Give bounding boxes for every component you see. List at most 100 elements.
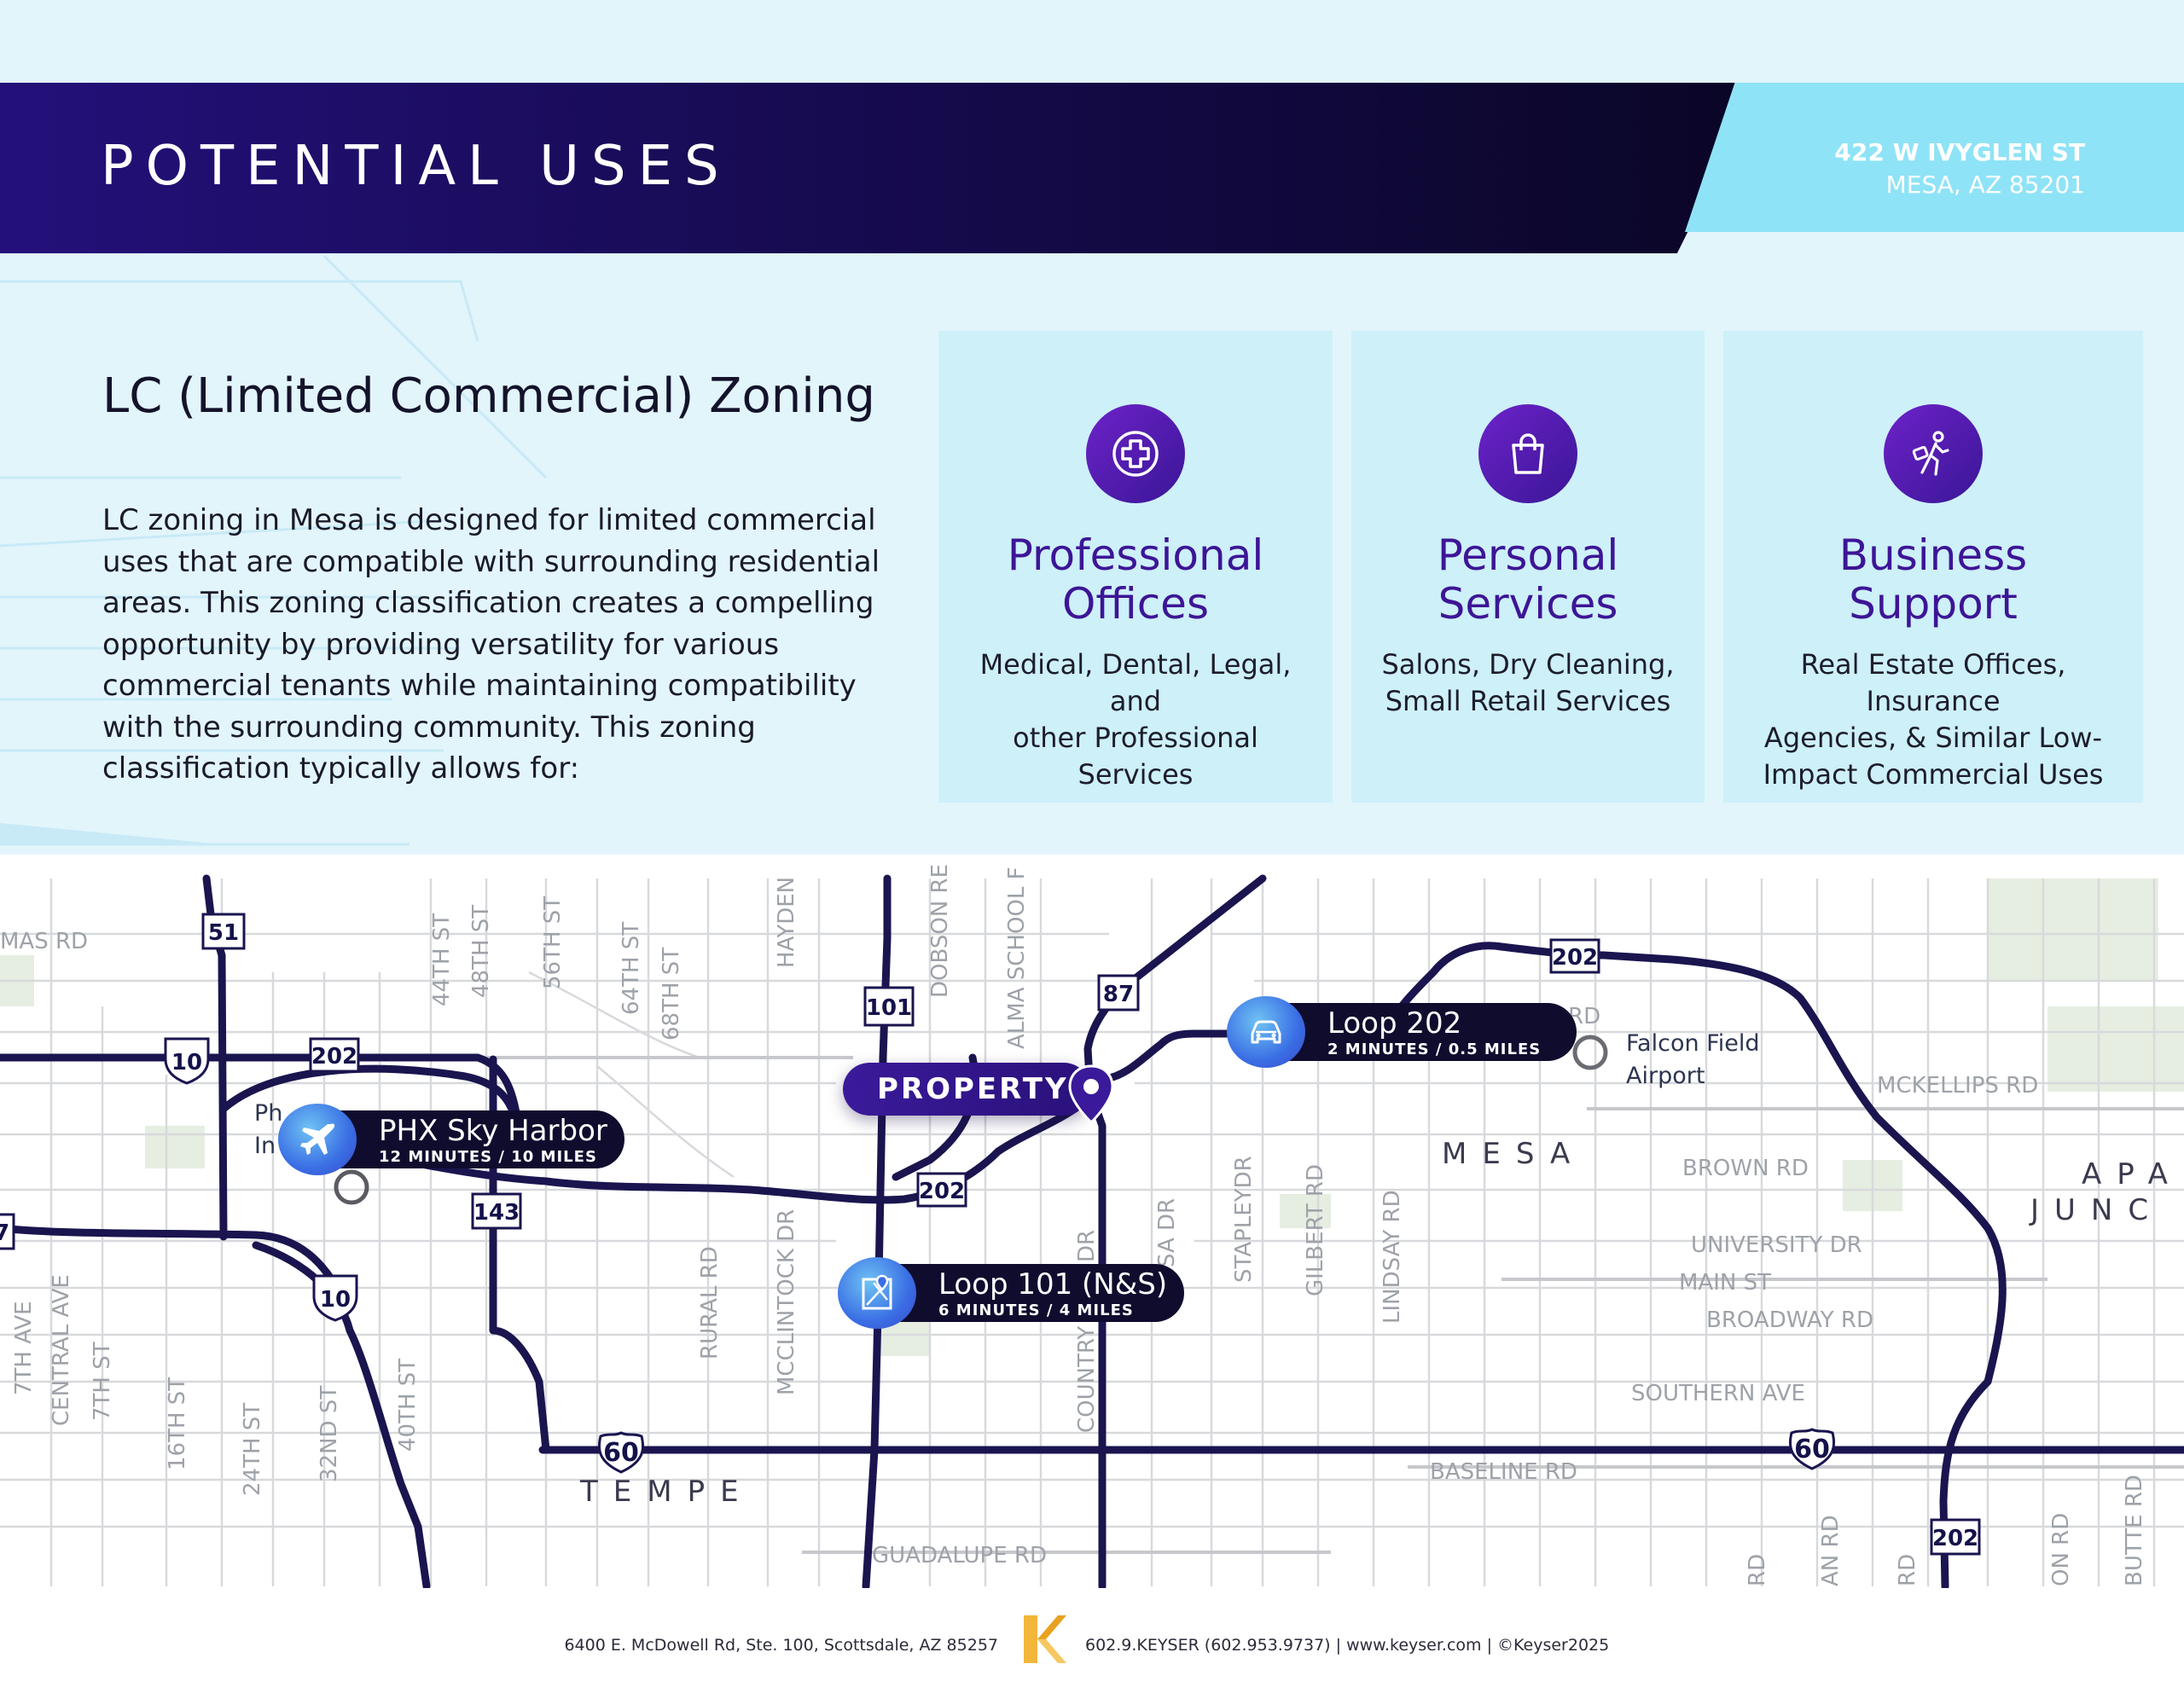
state-route-shield: 101 — [866, 995, 912, 1021]
shopping-bag-icon — [1478, 404, 1577, 503]
card-desc-line1: Salons, Dry Cleaning, — [1381, 648, 1675, 681]
callout-subtitle: 6 MINUTES / 4 MILES — [938, 1301, 1134, 1319]
state-route-shield: 143 — [473, 1200, 520, 1226]
street-label: SOUTHERN AVE — [1631, 1381, 1805, 1406]
airport-label: Falcon Field — [1626, 1030, 1759, 1057]
map-route-icon — [838, 1257, 916, 1329]
street-label: LINDSAY RD — [1380, 1190, 1405, 1324]
area-map: MAS RD 44TH ST 48TH ST 56TH ST 64TH ST 6… — [0, 855, 2184, 1588]
card-desc-line2: Agencies, & Similar Low- — [1763, 722, 2103, 754]
airport-label-fragment: In — [254, 1133, 276, 1159]
callout-title: PHX Sky Harbor — [379, 1114, 607, 1148]
street-label: MAIN ST — [1679, 1270, 1771, 1296]
street-label: 40TH ST — [395, 1359, 421, 1452]
state-route-shield: 202 — [919, 1179, 965, 1204]
street-label: BASELINE RD — [1430, 1459, 1577, 1485]
callout-title: Loop 202 — [1327, 1006, 1462, 1041]
street-label: COUNTRY — [1074, 1326, 1100, 1433]
address-street: 422 W IVYGLEN ST — [1834, 138, 2085, 166]
zoning-heading: LC (Limited Commercial) Zoning — [102, 368, 875, 424]
street-label: CENTRAL AVE — [49, 1274, 74, 1426]
card-title-line2: Support — [1849, 579, 2018, 629]
callout-loop-101: Loop 101 (N&S) 6 MINUTES / 4 MILES — [838, 1257, 1184, 1329]
state-route-shield: 51 — [208, 920, 239, 946]
street-label: GILBERT RD — [1303, 1164, 1328, 1296]
airplane-icon — [278, 1104, 357, 1175]
callout-loop-202: Loop 202 2 MINUTES / 0.5 MILES — [1227, 996, 1577, 1068]
city-label-junction: JUNC — [2029, 1193, 2164, 1227]
street-label: 24TH ST — [240, 1403, 265, 1496]
city-label-tempe: TEMPE — [579, 1475, 754, 1509]
airport-label: Airport — [1626, 1063, 1705, 1089]
card-desc-line3: Impact Commercial Uses — [1763, 758, 2104, 791]
callout-subtitle: 12 MINUTES / 10 MILES — [379, 1148, 597, 1166]
callout-title: Loop 101 (N&S) — [938, 1267, 1168, 1301]
footer-contact: 602.9.KEYSER (602.953.9737) | www.keyser… — [1085, 1636, 1610, 1655]
street-label: ON RD — [2048, 1513, 2074, 1586]
street-label: MCCLINTOCK DR — [774, 1209, 799, 1395]
card-desc-line1: Real Estate Offices, Insurance — [1800, 648, 2066, 717]
header-accent — [1685, 83, 2184, 232]
highway-shields: 10 10 202 202 202 — [0, 913, 1981, 1556]
street-label: MCKELLIPS RD — [1877, 1073, 2038, 1099]
airport-marker — [334, 1169, 369, 1205]
street-label: ALMA SCHOOL F — [1004, 867, 1030, 1049]
state-route-shield: 7 — [0, 1220, 9, 1246]
us-route-shield: 60 — [1794, 1435, 1830, 1464]
street-label: HAYDEN — [774, 877, 799, 968]
street-label: RURAL RD — [697, 1246, 723, 1359]
street-label: AN RD — [1818, 1515, 1844, 1586]
street-label: UNIVERSITY DR — [1691, 1232, 1862, 1258]
decorative-lines — [0, 254, 548, 846]
street-label: 44TH ST — [429, 913, 455, 1006]
page-title: POTENTIAL USES — [101, 135, 731, 198]
medical-cross-icon — [1086, 404, 1185, 503]
street-label: 32ND ST — [317, 1386, 342, 1482]
card-desc-line1: Medical, Dental, Legal, and — [979, 648, 1292, 717]
walking-briefcase-icon — [1884, 404, 1983, 503]
street-label: 48TH ST — [468, 905, 494, 998]
card-title-line2: Offices — [1062, 579, 1209, 629]
interstate-shield: 10 — [171, 1050, 202, 1075]
street-label: 16TH ST — [165, 1377, 190, 1470]
street-label: STAPLEYDR — [1231, 1156, 1257, 1283]
keyser-logo — [1024, 1615, 1066, 1663]
us-route-shield: 60 — [603, 1438, 639, 1468]
property-label: PROPERTY — [843, 1063, 1090, 1116]
state-route-shield: 202 — [1552, 945, 1598, 971]
card-title-line2: Services — [1438, 579, 1618, 629]
footer: 6400 E. McDowell Rd, Ste. 100, Scottsdal… — [0, 1588, 2184, 1687]
address-city: MESA, AZ 85201 — [1885, 171, 2085, 199]
header-banner — [0, 83, 1762, 253]
state-route-shield: 202 — [311, 1044, 357, 1070]
state-route-shield: 87 — [1103, 982, 1134, 1007]
street-label: DOBSON RE — [927, 864, 953, 998]
street-label: MAS RD — [0, 929, 88, 954]
street-label: RD — [1745, 1554, 1770, 1586]
street-label: 7TH ST — [90, 1342, 115, 1421]
car-icon — [1227, 996, 1305, 1068]
map-canvas: MAS RD 44TH ST 48TH ST 56TH ST 64TH ST 6… — [0, 864, 2184, 1588]
street-label: BROADWAY RD — [1706, 1307, 1873, 1333]
city-label-apache: APA — [2082, 1157, 2183, 1191]
location-pin-icon — [1068, 1064, 1114, 1125]
street-label: 64TH ST — [619, 922, 644, 1015]
state-route-shield: 202 — [1932, 1526, 1978, 1551]
street-label: BROWN RD — [1682, 1156, 1809, 1181]
airport-marker — [1572, 1035, 1608, 1070]
card-title-line1: Business — [1838, 530, 2028, 580]
street-label: 7TH AVE — [11, 1301, 37, 1395]
footer-address: 6400 E. McDowell Rd, Ste. 100, Scottsdal… — [564, 1636, 998, 1655]
city-label-mesa: MESA — [1442, 1137, 1585, 1171]
street-label: GUADALUPE RD — [872, 1543, 1047, 1568]
callout-sky-harbor: PHX Sky Harbor 12 MINUTES / 10 MILES — [278, 1104, 624, 1175]
street-label: SA DR — [1154, 1198, 1180, 1267]
street-label: RD — [1895, 1554, 1920, 1586]
interstate-shield: 10 — [320, 1287, 351, 1313]
card-desc-line2: other Professional Services — [1013, 722, 1258, 791]
card-professional-offices: Professional Offices Medical, Dental, Le… — [938, 331, 1333, 803]
callout-subtitle: 2 MINUTES / 0.5 MILES — [1327, 1041, 1542, 1058]
card-desc-line2: Small Retail Services — [1385, 685, 1671, 717]
zoning-description: LC zoning in Mesa is designed for limite… — [102, 503, 880, 786]
